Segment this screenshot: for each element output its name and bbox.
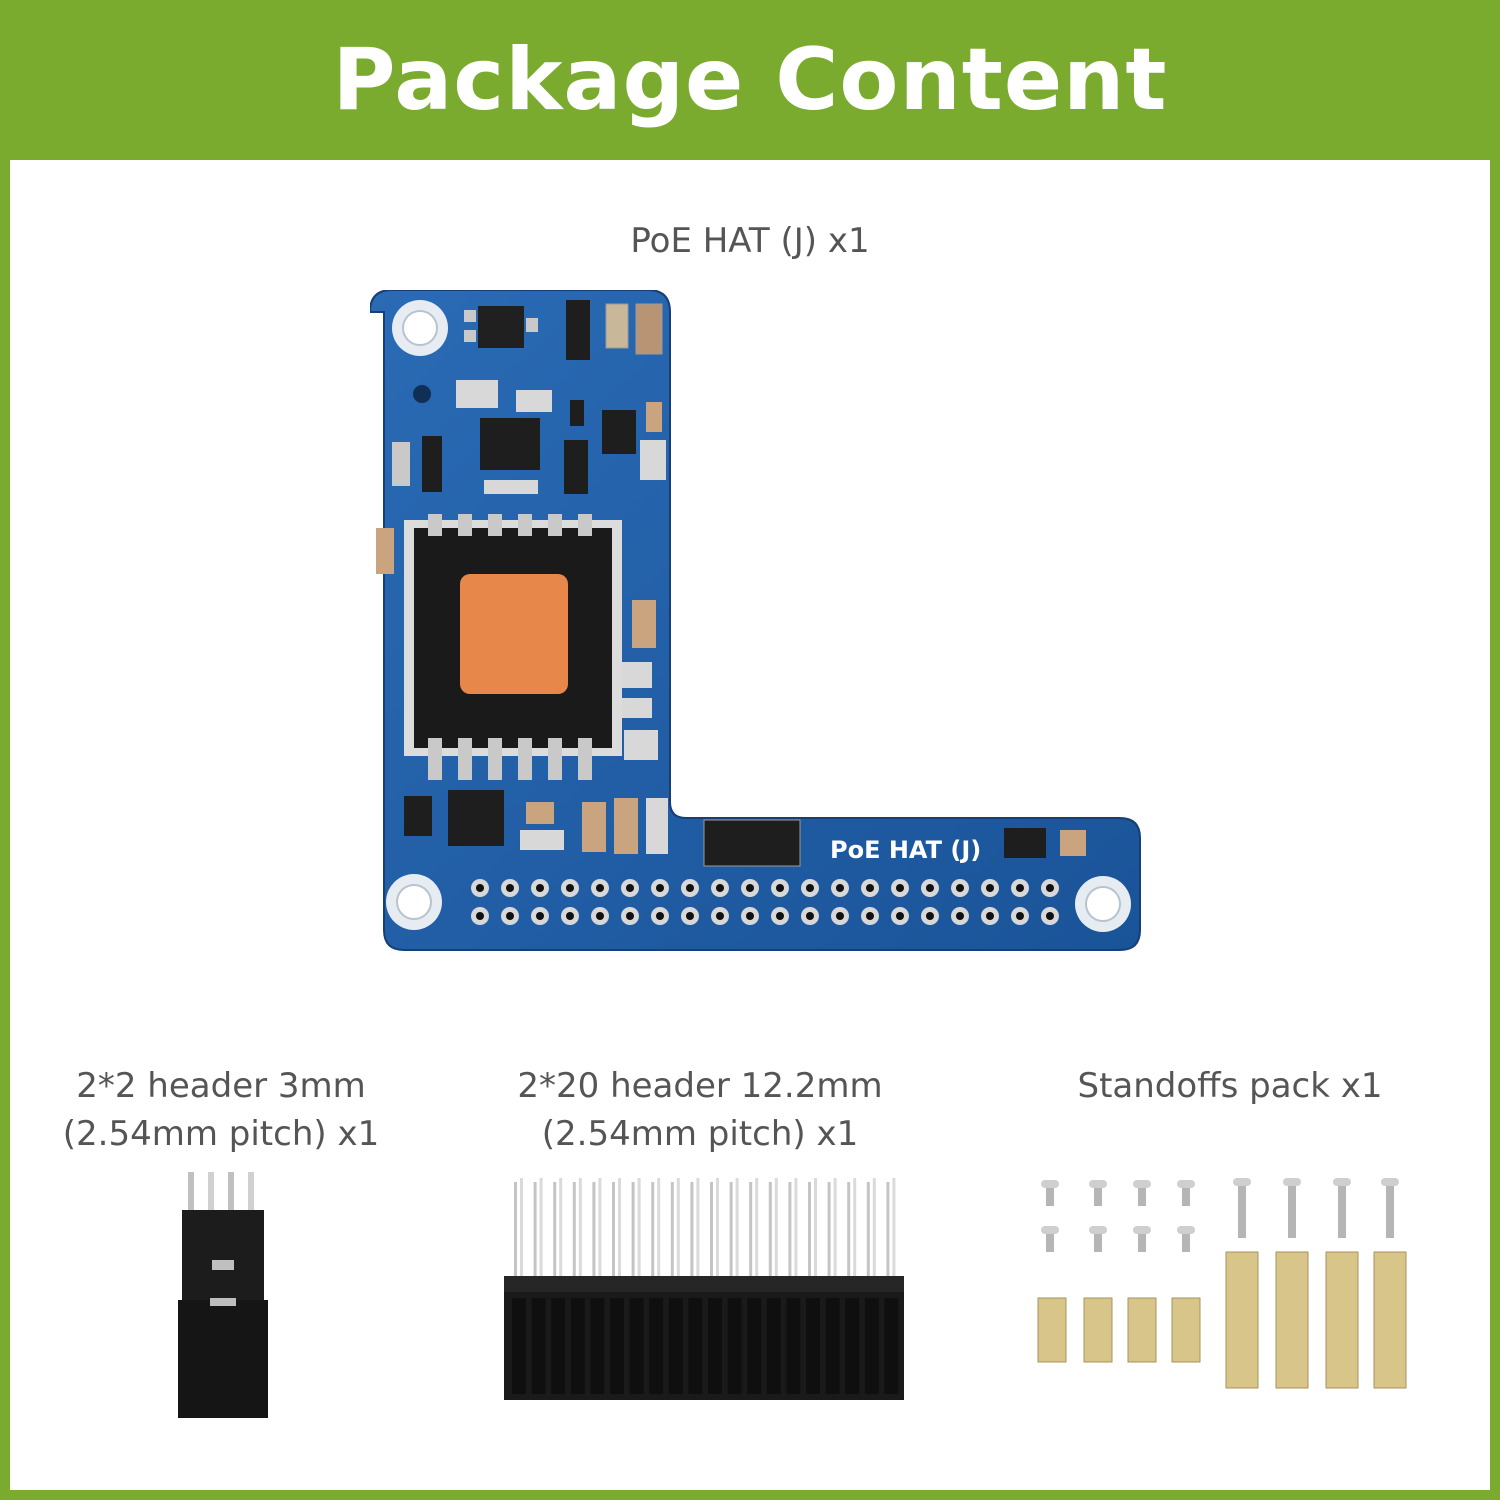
- header-2x2-image: [178, 1172, 268, 1418]
- poe-hat-board-image: PoE HAT (J): [370, 290, 1141, 951]
- standoffs-image: [1037, 1178, 1407, 1389]
- smd-components: [376, 300, 666, 574]
- standoffs-label: Standoffs pack x1: [1077, 1066, 1383, 1106]
- header-2x20-line1: 2*20 header 12.2mm: [517, 1066, 883, 1106]
- standoffs-caption: Standoffs pack x1: [1040, 1062, 1420, 1110]
- transformer: [404, 514, 622, 780]
- header-2x2-line1: 2*2 header 3mm: [76, 1066, 366, 1106]
- page-title: Package Content: [332, 30, 1168, 130]
- poe-hat-label: PoE HAT (J) x1: [630, 221, 870, 261]
- header-2x20-caption: 2*20 header 12.2mm (2.54mm pitch) x1: [500, 1062, 900, 1158]
- header-2x20-image: [504, 1178, 904, 1400]
- board-silkscreen: PoE HAT (J): [830, 836, 981, 864]
- mounting-holes: [386, 300, 1131, 932]
- header-2x2-caption: 2*2 header 3mm (2.54mm pitch) x1: [40, 1062, 402, 1158]
- header-2x2-line2: (2.54mm pitch) x1: [62, 1114, 380, 1154]
- gpio-holes: [471, 879, 1059, 925]
- header-banner: Package Content: [0, 0, 1500, 160]
- header-2x20-line2: (2.54mm pitch) x1: [541, 1114, 859, 1154]
- poe-hat-caption: PoE HAT (J) x1: [500, 217, 1000, 265]
